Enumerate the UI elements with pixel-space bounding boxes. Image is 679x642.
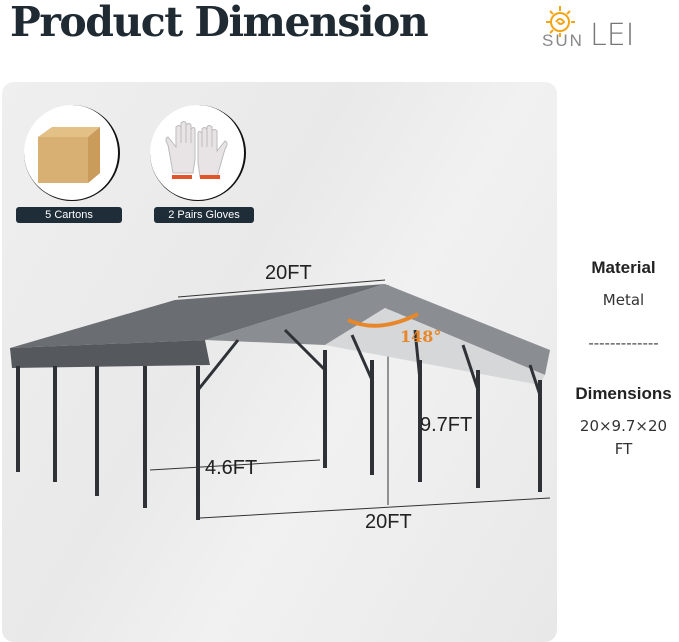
material-label: Material xyxy=(591,258,656,277)
page-title: Product Dimension xyxy=(10,0,429,46)
divider: ------------- xyxy=(588,334,659,352)
carport-illustration xyxy=(10,279,551,520)
gloves-circle xyxy=(150,105,246,201)
carton-box-icon xyxy=(38,127,100,183)
angle-arrow-icon xyxy=(347,312,419,328)
dimensions-value: 20×9.7×20 xyxy=(579,417,668,435)
accessory-label: 5 Cartons xyxy=(16,207,122,223)
sunlei-logo: SUN LEI xyxy=(542,6,635,52)
dimensions-label: Dimensions xyxy=(575,384,672,403)
side-height-label: 4.6FT xyxy=(205,457,258,479)
base-length-label: 20FT xyxy=(365,511,412,533)
roof-length-label: 20FT xyxy=(265,262,312,284)
material-value: Metal xyxy=(602,291,645,309)
svg-text:LEI: LEI xyxy=(590,18,635,52)
gloves-icon xyxy=(165,121,228,179)
accessory-label: 2 Pairs Gloves xyxy=(154,207,254,223)
carton-circle xyxy=(24,105,120,201)
dimensions-unit: FT xyxy=(614,440,633,458)
svg-text:SUN: SUN xyxy=(542,31,584,50)
roof-angle-label: 148° xyxy=(400,327,442,346)
peak-height-label: 9.7FT xyxy=(420,414,473,436)
